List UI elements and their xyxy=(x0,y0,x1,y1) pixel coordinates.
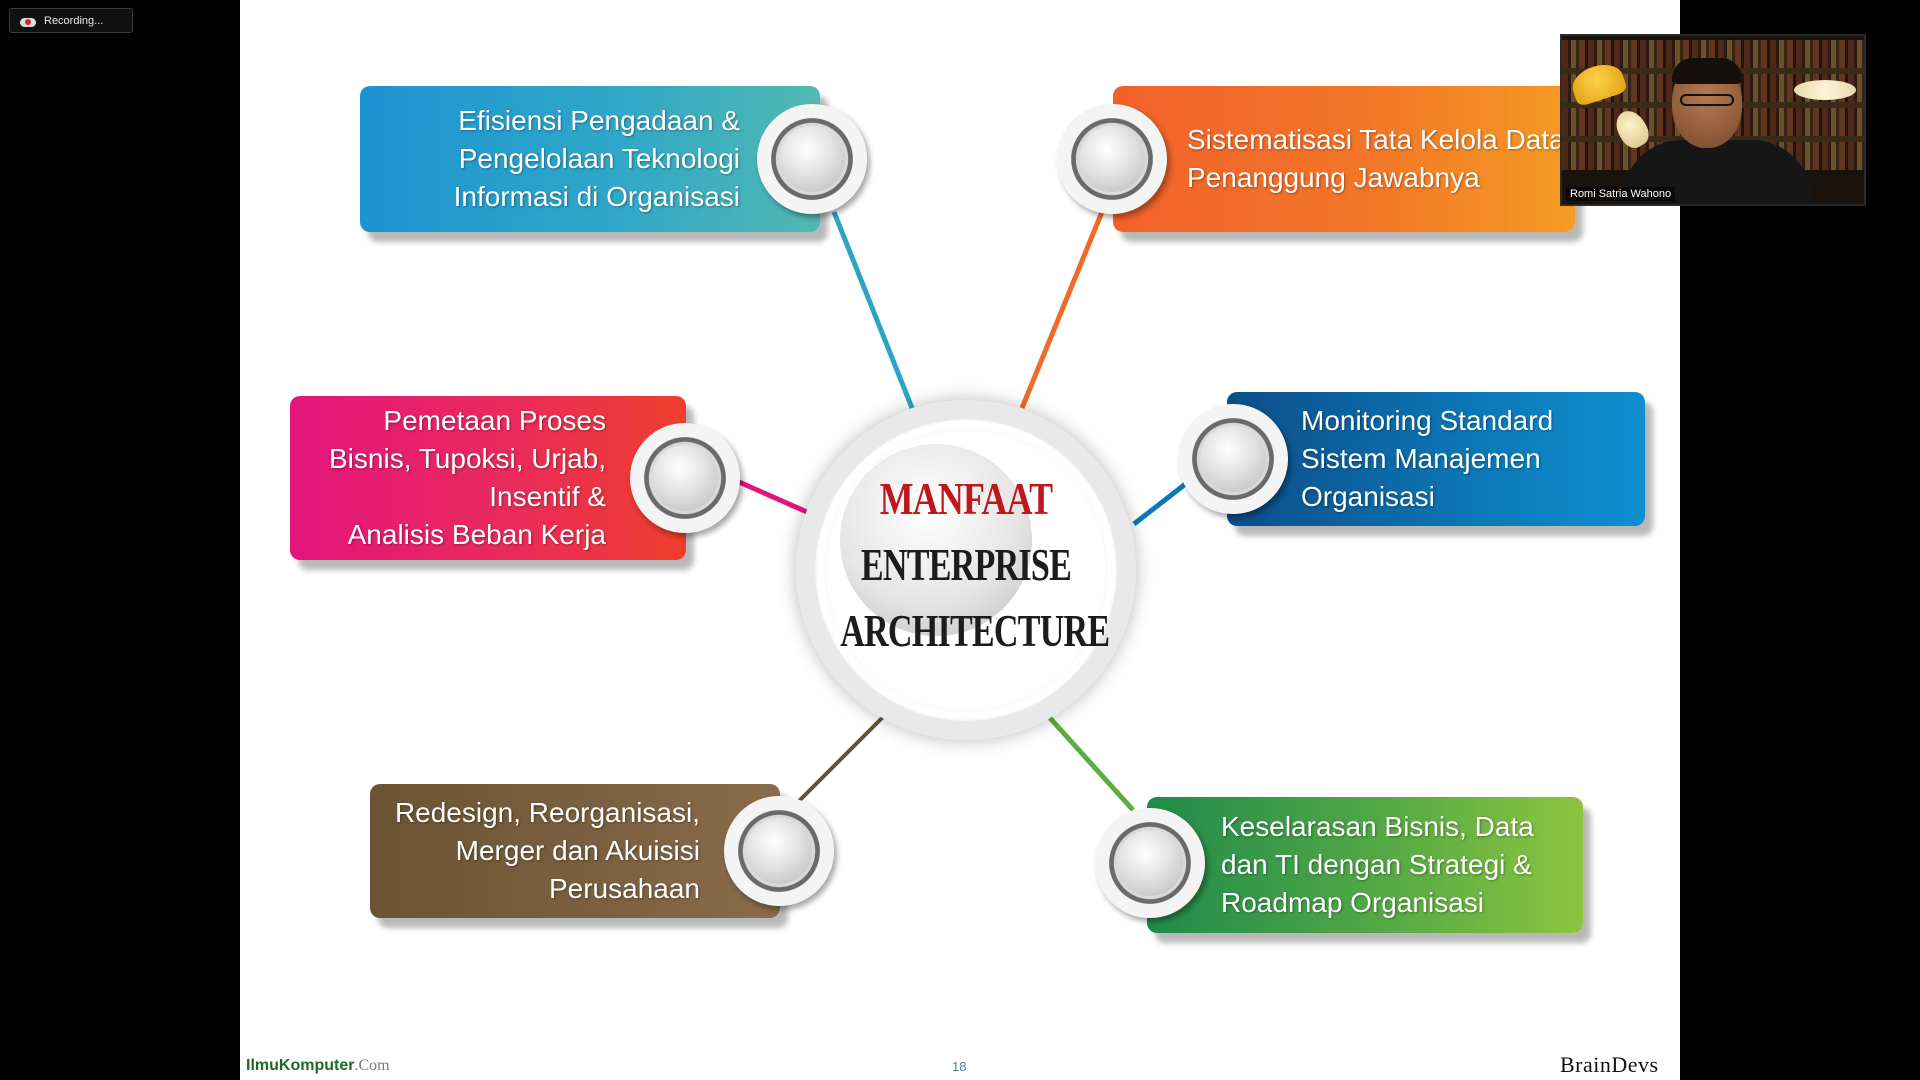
connector-5 xyxy=(790,713,887,810)
connector-6 xyxy=(1048,716,1135,812)
connector-1 xyxy=(831,211,915,409)
recording-label: Recording... xyxy=(44,14,104,27)
card-line: Sistematisasi Tata Kelola Data xyxy=(1187,124,1565,155)
card-line: Merger dan Akuisisi xyxy=(455,835,700,866)
benefit-card-data-governance: Sistematisasi Tata Kelola Data Penanggun… xyxy=(1113,86,1575,232)
record-cloud-icon xyxy=(20,15,36,27)
card-line: dan TI dengan Strategi & xyxy=(1221,849,1532,880)
benefit-card-process-mapping: Pemetaan Proses Bisnis, Tupoksi, Urjab, … xyxy=(290,396,686,560)
slide-page-number: 18 xyxy=(952,1059,967,1074)
participant-name-label: Romi Satria Wahono xyxy=(1566,187,1676,201)
card-line: Perusahaan xyxy=(548,873,700,904)
circle-node-icon xyxy=(1095,808,1205,918)
card-line: Penanggung Jawabnya xyxy=(1187,162,1480,193)
connector-3 xyxy=(728,475,809,515)
footer-brand-name: IlmuKomputer xyxy=(246,1057,355,1074)
card-line: Monitoring Standard xyxy=(1301,405,1554,436)
card-line: Analisis Beban Kerja xyxy=(347,519,606,550)
hub-title: MANFAAT ENTERPRISE ARCHITECTURE xyxy=(796,466,1136,664)
card-line: Insentif & xyxy=(489,481,606,512)
hub-title-line-3: ARCHITECTURE xyxy=(840,605,1110,656)
participant-hair xyxy=(1672,58,1742,84)
footer-brand-logo: IlmuKomputer.Com xyxy=(246,1057,390,1075)
recording-indicator[interactable]: Recording... xyxy=(9,8,133,33)
footer-brand-domain: .Com xyxy=(354,1057,390,1074)
participant-glasses xyxy=(1680,94,1734,106)
benefit-card-procurement: Efisiensi Pengadaan & Pengelolaan Teknol… xyxy=(360,86,820,232)
circle-node-icon xyxy=(757,104,867,214)
card-line: Efisiensi Pengadaan & xyxy=(458,105,740,136)
card-line: Keselarasan Bisnis, Data xyxy=(1221,811,1534,842)
participant-video-tile[interactable]: Romi Satria Wahono xyxy=(1560,34,1866,206)
card-line: Informasi di Organisasi xyxy=(453,181,740,212)
hub-core xyxy=(840,444,1032,636)
benefit-card-redesign: Redesign, Reorganisasi, Merger dan Akuis… xyxy=(370,784,780,918)
card-line: Pemetaan Proses xyxy=(383,405,606,436)
presentation-slide: Efisiensi Pengadaan & Pengelolaan Teknol… xyxy=(240,0,1680,1080)
card-line: Organisasi xyxy=(1301,481,1435,512)
hub-title-line-2: ENTERPRISE xyxy=(860,539,1072,590)
hub-title-line-1: MANFAAT xyxy=(879,473,1053,524)
connector-2 xyxy=(1019,211,1105,409)
connector-4 xyxy=(1132,480,1190,526)
central-hub: MANFAAT ENTERPRISE ARCHITECTURE xyxy=(796,400,1136,740)
benefit-card-alignment: Keselarasan Bisnis, Data dan TI dengan S… xyxy=(1147,797,1583,933)
card-line: Roadmap Organisasi xyxy=(1221,887,1485,918)
circle-node-icon xyxy=(630,423,740,533)
braindevs-logo: BrainDevs xyxy=(1560,1052,1659,1077)
card-line: Bisnis, Tupoksi, Urjab, xyxy=(329,443,606,474)
card-line: Pengelolaan Teknologi xyxy=(458,143,740,174)
card-line: Redesign, Reorganisasi, xyxy=(394,797,700,828)
lamp-shade-white xyxy=(1794,80,1856,100)
circle-node-icon xyxy=(1178,404,1288,514)
connector-lines xyxy=(728,211,1190,812)
card-line: Sistem Manajemen xyxy=(1301,443,1541,474)
circle-node-icon xyxy=(1057,104,1167,214)
benefit-card-monitoring: Monitoring Standard Sistem Manajemen Org… xyxy=(1227,392,1645,526)
circle-node-icon xyxy=(724,796,834,906)
